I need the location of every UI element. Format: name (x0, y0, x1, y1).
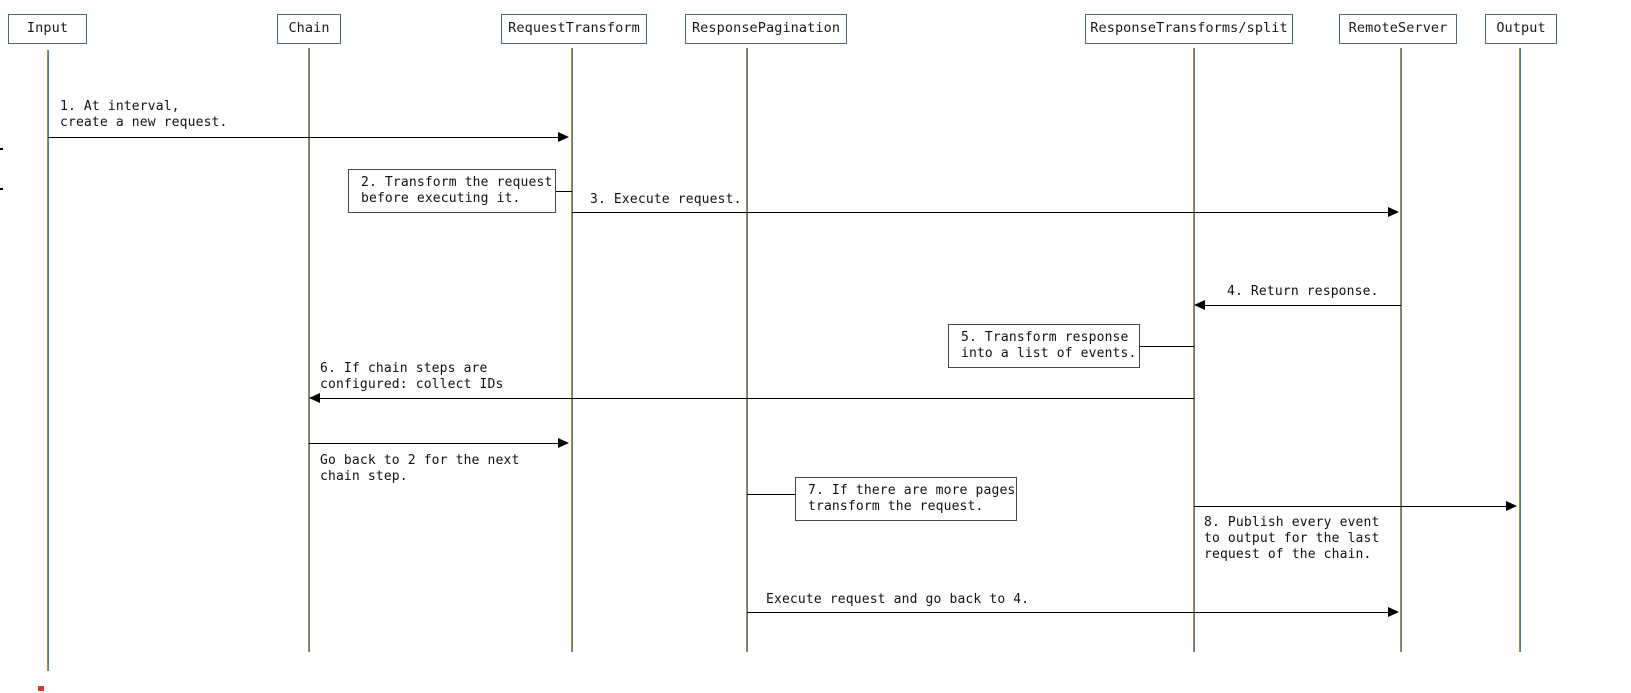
note-box-5: 5. Transform response into a list of eve… (948, 324, 1140, 368)
message-label-go-back: Go back to 2 for the next chain step. (320, 453, 520, 484)
message-line-3 (572, 212, 1389, 213)
lifeline-response-transforms (1193, 48, 1195, 652)
arrow-head-icon-6 (309, 393, 320, 403)
participant-response-transforms[interactable]: ResponseTransforms/split (1085, 14, 1293, 44)
participant-input[interactable]: Input (8, 14, 87, 44)
arrow-head-icon-3 (1388, 207, 1399, 217)
note-stub-2 (556, 191, 572, 192)
participant-chain[interactable]: Chain (277, 14, 341, 44)
message-line-8 (1194, 506, 1508, 507)
arrow-head-icon-execute-again (1388, 607, 1399, 617)
edge-artifact-top (0, 148, 3, 150)
message-line-6 (320, 398, 1194, 399)
lifeline-remote-server (1400, 48, 1402, 652)
arrow-head-icon-4 (1194, 300, 1205, 310)
lifeline-chain (308, 48, 310, 652)
lifeline-input (47, 50, 49, 671)
scrollbar-tick (38, 686, 44, 691)
message-label-execute-again: Execute request and go back to 4. (766, 592, 1030, 607)
message-label-1: 1. At interval, create a new request. (60, 99, 228, 130)
arrow-head-icon-go-back (558, 438, 569, 448)
message-line-4 (1205, 305, 1401, 306)
participant-remote-server[interactable]: RemoteServer (1339, 14, 1457, 44)
message-label-3: 3. Execute request. (590, 192, 742, 207)
lifeline-output (1519, 48, 1521, 652)
message-line-go-back (309, 443, 560, 444)
participant-output[interactable]: Output (1485, 14, 1557, 44)
message-line-execute-again (747, 612, 1389, 613)
message-label-4: 4. Return response. (1227, 284, 1379, 299)
edge-artifact-bottom (0, 188, 3, 190)
message-label-6: 6. If chain steps are configured: collec… (320, 361, 504, 392)
note-box-2: 2. Transform the request before executin… (348, 169, 556, 213)
lifeline-request-transform (571, 48, 573, 652)
message-label-8: 8. Publish every event to output for the… (1204, 515, 1380, 562)
arrow-head-icon-8 (1506, 501, 1517, 511)
lifeline-response-pagination (746, 48, 748, 652)
arrow-head-icon-1 (558, 132, 569, 142)
note-stub-7 (747, 494, 795, 495)
participant-response-pagination[interactable]: ResponsePagination (685, 14, 847, 44)
note-stub-5 (1140, 346, 1194, 347)
note-box-7: 7. If there are more pages transform the… (795, 477, 1017, 521)
message-line-1 (48, 137, 560, 138)
participant-request-transform[interactable]: RequestTransform (501, 14, 647, 44)
